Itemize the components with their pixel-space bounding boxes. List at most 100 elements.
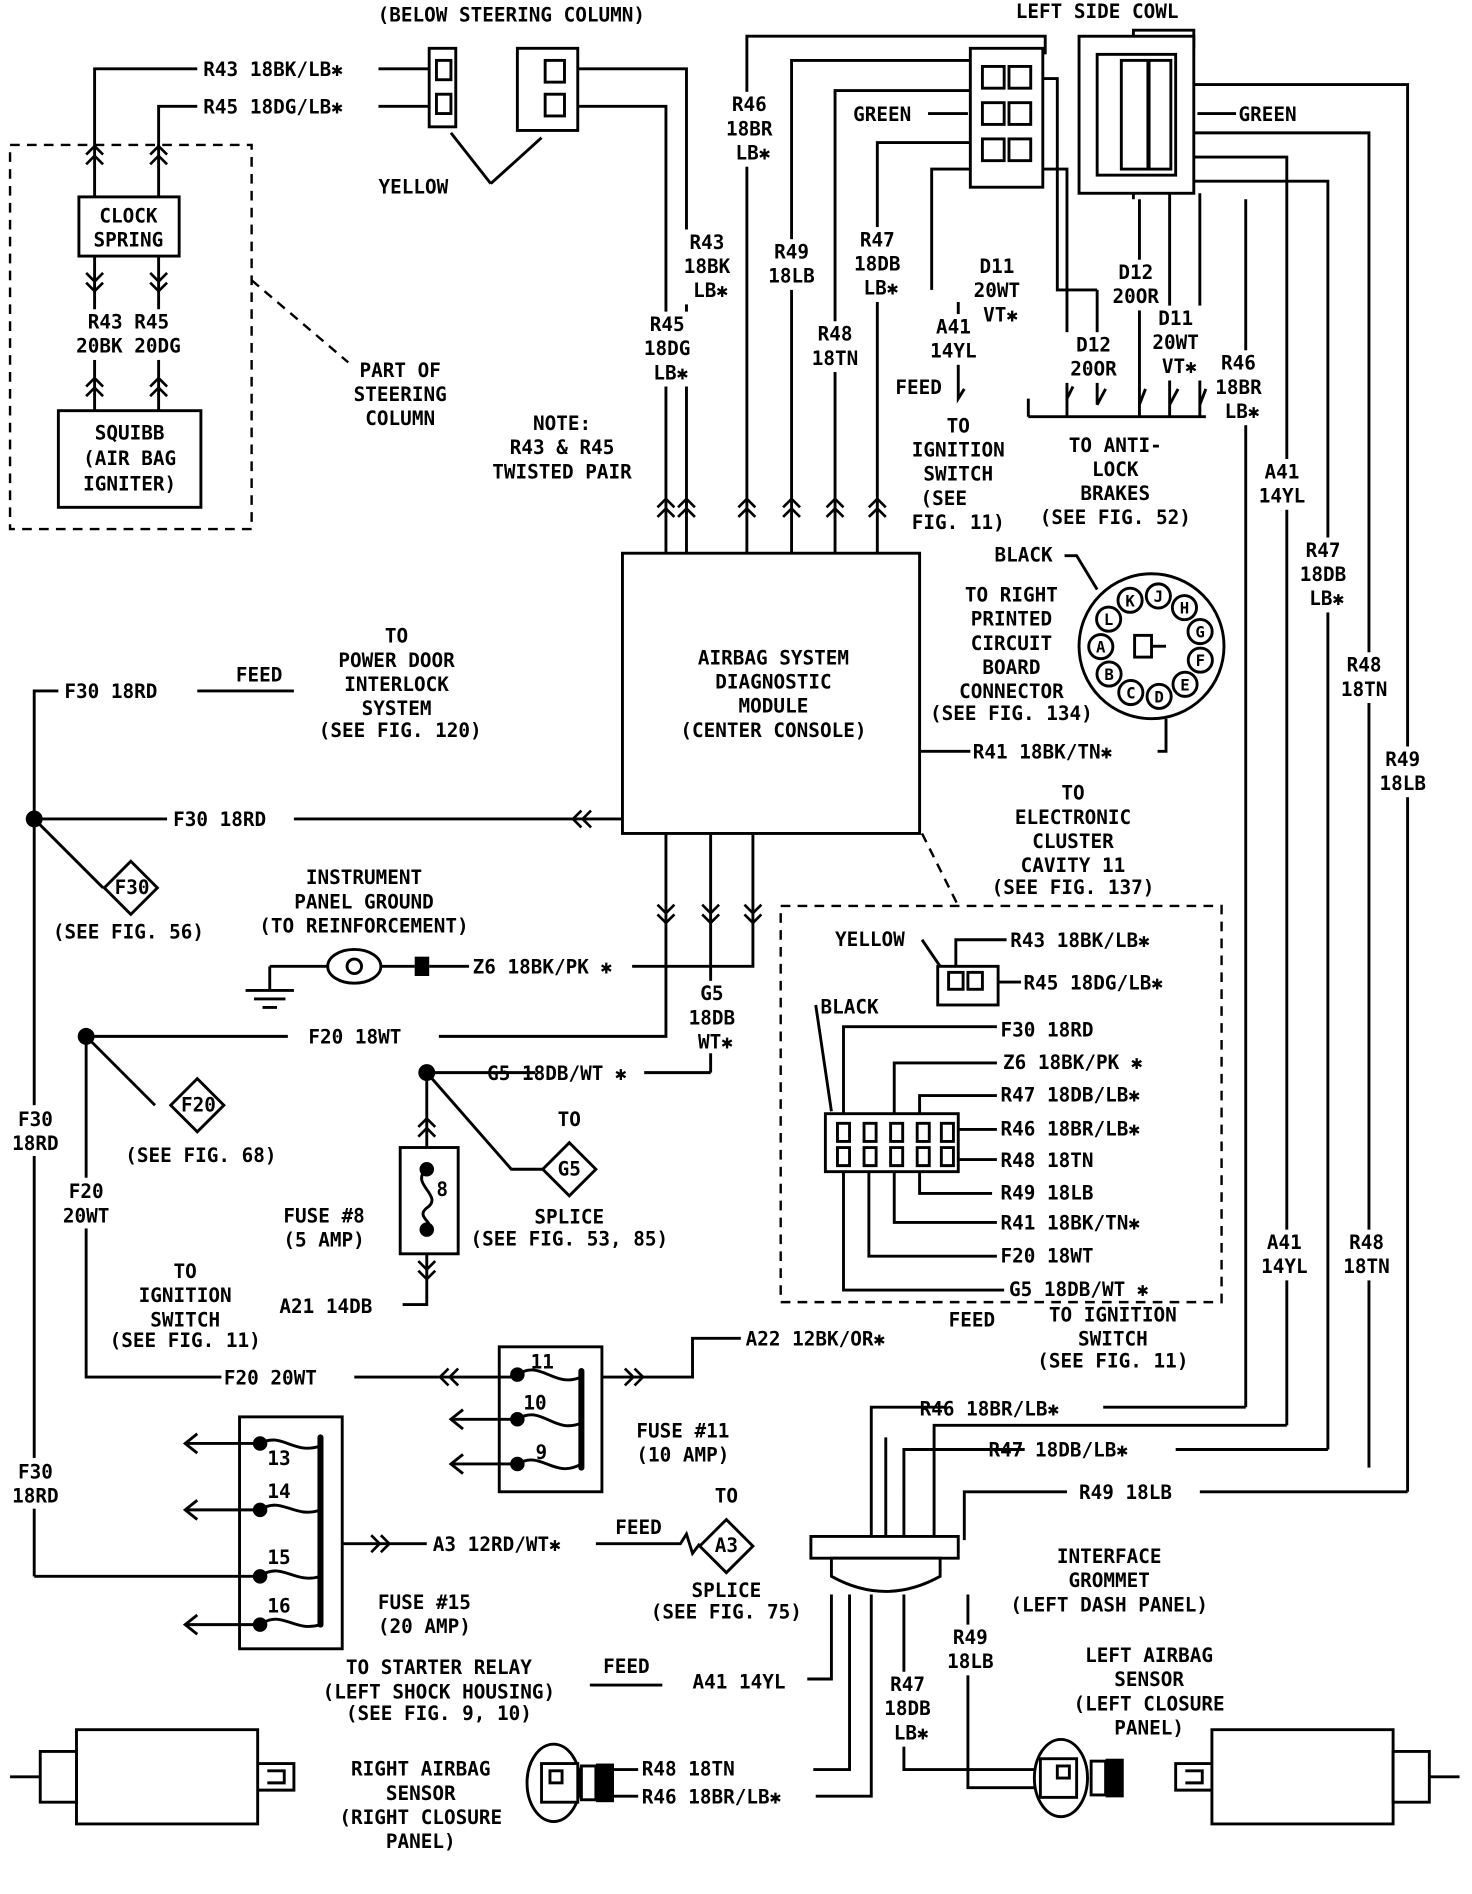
module-label: (CENTER CONSOLE) [680,719,866,742]
connector-pin-label: F [1196,651,1205,670]
module-top-wires [745,28,1410,1492]
inset-pin-label: F30 18RD [1001,1018,1094,1041]
part-of-label: PART OF [360,359,441,382]
connector-pin-label: A [1096,638,1106,657]
module-label: MODULE [739,695,809,718]
a3-splice-label: A3 [715,1534,738,1557]
r43-r45-label: 20BK 20DG [76,335,181,358]
green-label-right: GREEN [1238,103,1296,126]
wire-label-r47-b: LB✱ [894,1721,929,1744]
wire-label-a3: A3 12RD/WT✱ [433,1533,561,1556]
label: 18TN [1343,1255,1390,1278]
label: A41 [936,315,971,338]
fuse-15-terminal: 14 [267,1480,290,1503]
label: R48 [1347,654,1382,677]
label: G5 [700,982,723,1005]
label: SWITCH [923,463,993,486]
right-sensor-connector [525,1742,615,1823]
feed-label: FEED [603,1655,650,1678]
note-label: TWISTED PAIR [492,460,632,483]
wire-label-r47-b: R47 [890,1673,925,1696]
label: LB✱ [735,141,770,164]
label: POWER DOOR [338,649,455,672]
wire-label-a41: A41 14YL [693,1671,786,1694]
wire-label-f20-20h: F20 20WT [224,1366,317,1389]
see-fig-68: (SEE FIG. 68) [125,1144,276,1167]
label: (SEE FIG. 120) [319,719,482,742]
yellow-label: YELLOW [378,175,448,198]
label: 20WT [1152,331,1199,354]
left-sensor-label: LEFT AIRBAG [1085,1644,1213,1667]
label: TO [385,625,408,648]
left-airbag-sensor [1174,1728,1460,1826]
connector-pin [1186,618,1214,646]
wire-label-r47-g: R47 18DB/LB✱ [988,1439,1128,1462]
label: (SEE FIG. 134) [930,702,1093,725]
wire-label-a21: A21 14DB [279,1295,372,1318]
label: 20OR [1113,285,1160,308]
label: 18DB [854,253,901,276]
label: PANEL GROUND [294,890,434,913]
label: (TO REINFORCEMENT) [259,915,468,938]
grommet-label: GROMMET [1069,1569,1150,1592]
label: 18DG [644,337,691,360]
power-door-label: TO POWER DOOR INTERLOCK SYSTEM (SEE FIG.… [319,625,482,742]
feed-label: FEED [236,663,283,686]
label: LB✱ [1225,400,1260,423]
fuse-15 [34,1415,427,1651]
connector-pin [1171,670,1199,698]
label: R43 [690,231,725,254]
module-label: DIAGNOSTIC [715,671,831,694]
label: R49 [1385,748,1420,771]
fuse-15-terminal: 13 [267,1447,290,1470]
label: A41 [1267,1231,1302,1254]
fuse-11-terminal: 9 [535,1441,547,1464]
label: 18BK [684,255,731,278]
label: VT✱ [983,303,1018,326]
fuse-15-label: (20 AMP) [378,1615,471,1638]
connector-pin-label: B [1104,665,1113,684]
connector-pin [1144,582,1172,610]
wire-label-z6: Z6 18BK/PK ✱ [473,956,613,979]
wire-label-f20: F20 18WT [308,1026,401,1049]
connector-pin [1116,586,1144,614]
inset-pin-label: R46 18BR/LB✱ [1001,1117,1141,1140]
leader-line [250,279,350,364]
right-sensor-label: (RIGHT CLOSURE [339,1806,502,1829]
label: LB✱ [1309,587,1344,610]
label: D11 [979,255,1014,278]
connector-pin-label: E [1180,675,1189,694]
black-label: BLACK [994,544,1053,567]
label: INTERLOCK [344,673,449,696]
inset-black-label: BLACK [821,995,880,1018]
ignition-label: (SEE FIG. 11) [1037,1349,1188,1372]
label: D12 [1076,334,1111,357]
connector-pin [1095,660,1123,688]
grommet-label: (LEFT DASH PANEL) [1010,1593,1208,1616]
wire-label-f20-20: F20 [69,1180,104,1203]
label: 18DB [1300,563,1347,586]
starter-label: (LEFT SHOCK HOUSING) [323,1680,556,1703]
label: 18BR [1215,376,1262,399]
label: TO [947,414,970,437]
label: 18TN [812,347,859,370]
left-sensor-label: (LEFT CLOSURE [1074,1692,1225,1715]
feed-label: FEED [949,1308,996,1331]
green-connector-left [968,46,1045,189]
to-label: TO [715,1485,738,1508]
note-label: NOTE: [533,412,591,435]
wire-label-r46-g: R46 18BR/LB✱ [920,1398,1060,1421]
a3-splice [697,1517,755,1575]
splice-label: (SEE FIG. 53, 85) [470,1227,668,1250]
connector-pin-label: D [1154,687,1163,706]
squibb-box [56,409,203,509]
note-label: R43 & R45 [510,436,615,459]
fuse-11-terminal: 11 [531,1351,554,1374]
label: LB✱ [653,361,688,384]
fuse-11-label: FUSE #11 [636,1419,729,1442]
inset-black-connector [814,1004,1005,1292]
splice-label: SPLICE [534,1206,604,1229]
ip-ground-label: INSTRUMENT PANEL GROUND (TO REINFORCEMEN… [259,866,468,937]
label: 14YL [930,340,977,363]
